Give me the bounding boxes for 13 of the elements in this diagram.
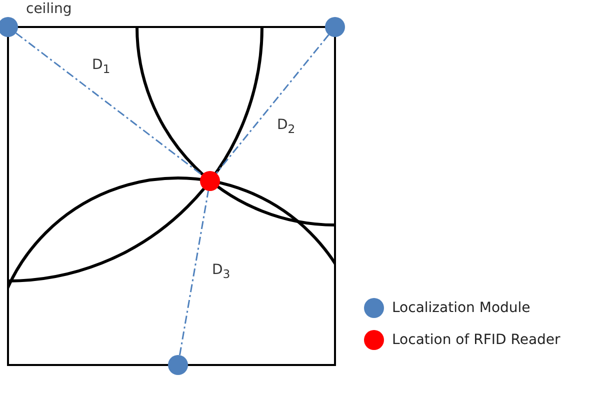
reader-marker bbox=[200, 171, 220, 191]
edge-label: D$_{1}$ bbox=[92, 58, 110, 76]
module-marker bbox=[0, 17, 18, 37]
surface-label: ceiling bbox=[26, 2, 72, 16]
legend-label: Location of RFID Reader bbox=[392, 333, 560, 347]
distance-line bbox=[178, 190, 210, 356]
distance-line bbox=[216, 34, 330, 174]
edge-label: D$_{3}$ bbox=[212, 263, 230, 280]
module-marker bbox=[325, 17, 345, 37]
module-marker bbox=[168, 355, 188, 375]
legend-label: Localization Module bbox=[392, 301, 530, 315]
distance-line bbox=[16, 32, 202, 176]
edge-label: D$_{2}$ bbox=[277, 118, 296, 136]
